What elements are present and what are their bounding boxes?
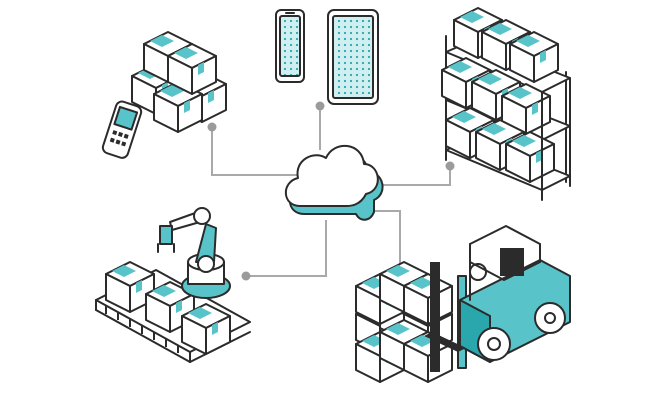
connector-robot [246,220,327,277]
cloud-icon [284,144,384,221]
tablet-icon [327,9,379,105]
connector-dot-robot [241,271,251,281]
connector-shelf [370,166,451,186]
connector-boxes [211,127,300,176]
robot-arm-icon [157,207,231,299]
connector-dot-shelf [445,161,455,171]
box-stack-icon [131,31,227,133]
warehouse-shelf-icon [441,7,571,201]
forklift-icon [424,225,571,372]
conveyor-belt-icon [95,261,251,363]
connector-forklift [368,210,401,272]
barcode-scanner-icon [101,100,143,159]
connector-dot-boxes [207,122,217,132]
connector-dot-devices [315,101,325,111]
smartphone-icon [275,9,305,83]
